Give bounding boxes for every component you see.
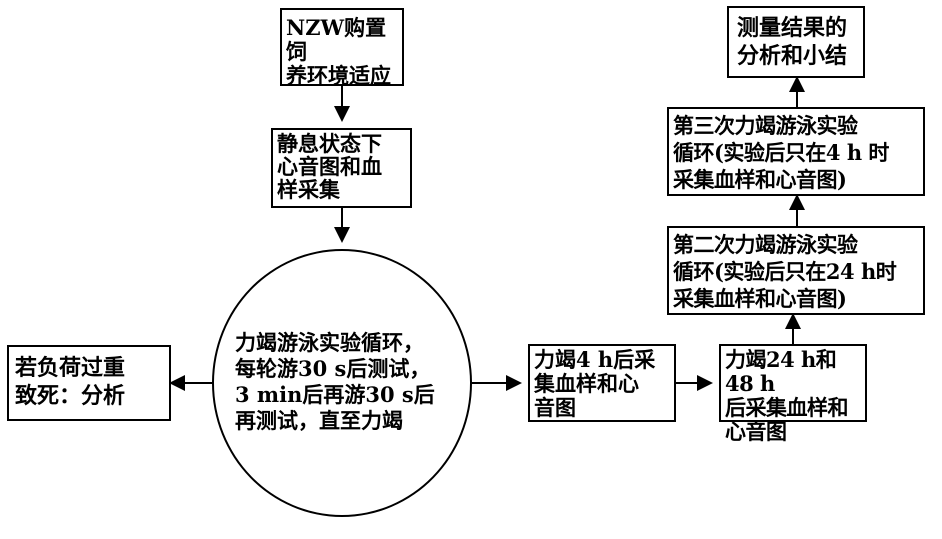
node-third-cycle: 第三次力竭游泳实验 循环(实验后只在4 h 时 采集血样和心音图) [667, 107, 925, 196]
node-overload-death: 若负荷过重 致死：分析 [7, 345, 171, 421]
node-post-24h-48h: 力竭24 h和48 h 后采集血样和 心音图 [719, 344, 867, 444]
node-resting-collection: 静息状态下 心音图和血 样采集 [271, 128, 412, 208]
node-second-cycle: 第二次力竭游泳实验 循环(实验后只在24 h时 采集血样和心音图) [667, 226, 925, 315]
node-swim-cycle-circle [212, 249, 472, 517]
node-post-4h: 力竭4 h后采 集血样和心 音图 [528, 344, 676, 422]
node-analysis: 测量结果的 分析和小结 [727, 6, 865, 78]
node-acclimation: NZW购置饲 养环境适应 [280, 8, 404, 88]
node-swim-cycle: 力竭游泳实验循环， 每轮游30 s后测试， 3 min后再游30 s后 再测试，… [235, 330, 435, 433]
